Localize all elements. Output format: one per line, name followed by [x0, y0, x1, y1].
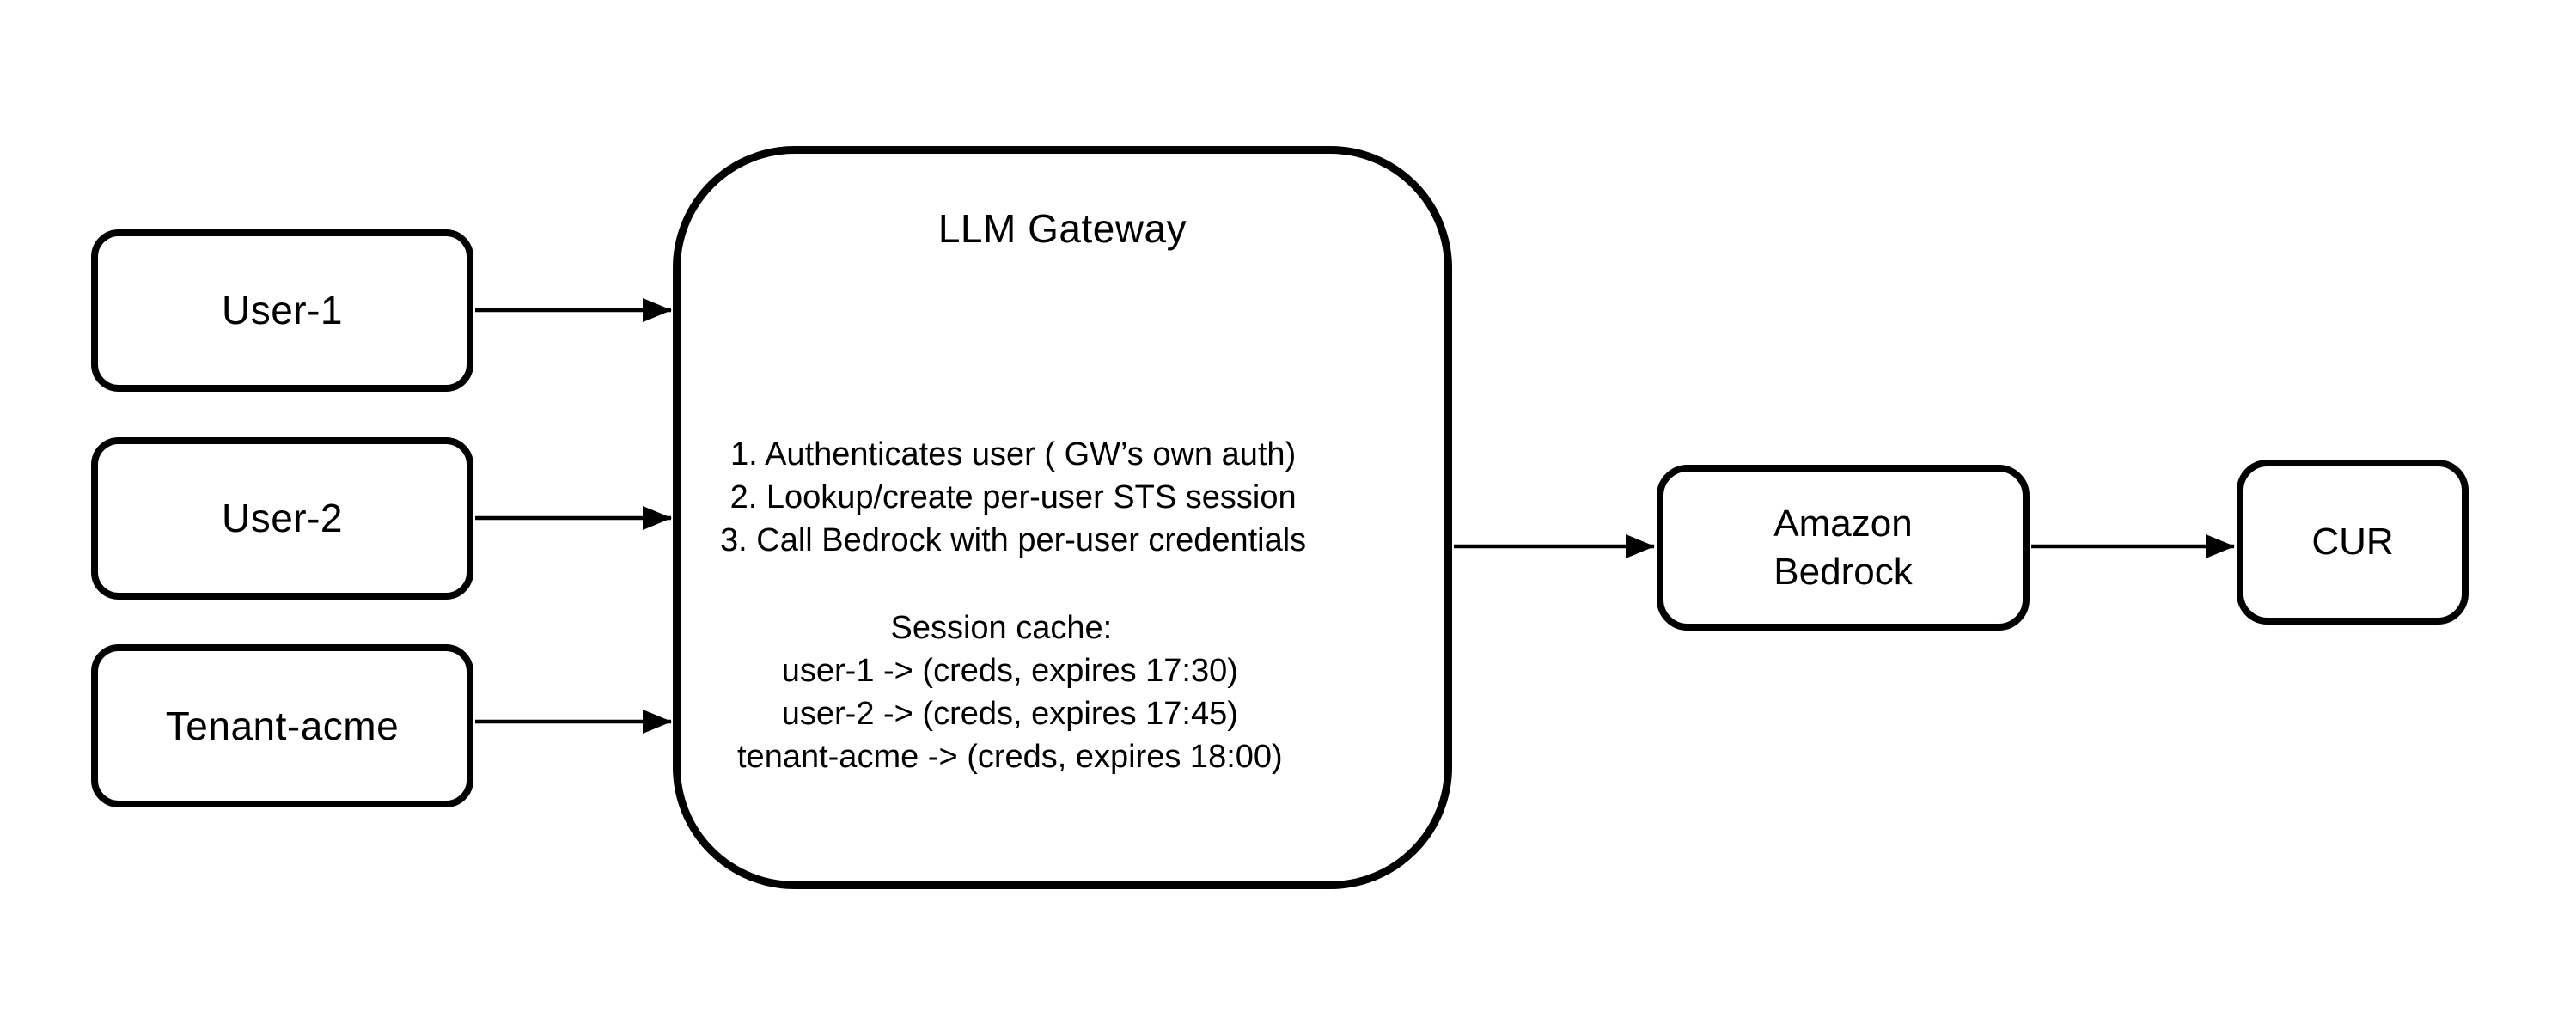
session-cache-entry-user-1: user-1 -> (creds, expires 17:30)	[781, 653, 1238, 689]
node-user-1-label: User-1	[221, 288, 344, 333]
node-cur-label: CUR	[2311, 521, 2394, 563]
node-user-1: User-1	[91, 229, 473, 392]
gateway-session-cache: Session cache: user-1 -> (creds, expires…	[720, 606, 1283, 778]
node-amazon-bedrock: Amazon Bedrock	[1657, 465, 2030, 631]
session-cache-entry-user-2: user-2 -> (creds, expires 17:45)	[781, 696, 1238, 732]
node-cur: CUR	[2237, 460, 2469, 625]
node-user-2: User-2	[91, 437, 473, 600]
gateway-steps-list: 1. Authenticates user ( GW’s own auth) 2…	[720, 433, 1306, 562]
session-cache-title: Session cache:	[890, 610, 1113, 646]
session-cache-entry-tenant-acme: tenant-acme -> (creds, expires 18:00)	[737, 739, 1283, 775]
node-amazon-bedrock-label: Amazon Bedrock	[1773, 502, 1913, 593]
gateway-step-3: 3. Call Bedrock with per-user credential…	[720, 522, 1307, 558]
node-llm-gateway: LLM Gateway 1. Authenticates user ( GW’s…	[673, 146, 1452, 889]
gateway-step-1: 1. Authenticates user ( GW’s own auth)	[729, 436, 1297, 472]
gateway-title: LLM Gateway	[937, 206, 1187, 251]
node-user-2-label: User-2	[221, 496, 344, 541]
gateway-step-2: 2. Lookup/create per-user STS session	[729, 479, 1297, 515]
node-tenant-acme: Tenant-acme	[91, 644, 473, 807]
node-tenant-acme-label: Tenant-acme	[165, 703, 400, 748]
